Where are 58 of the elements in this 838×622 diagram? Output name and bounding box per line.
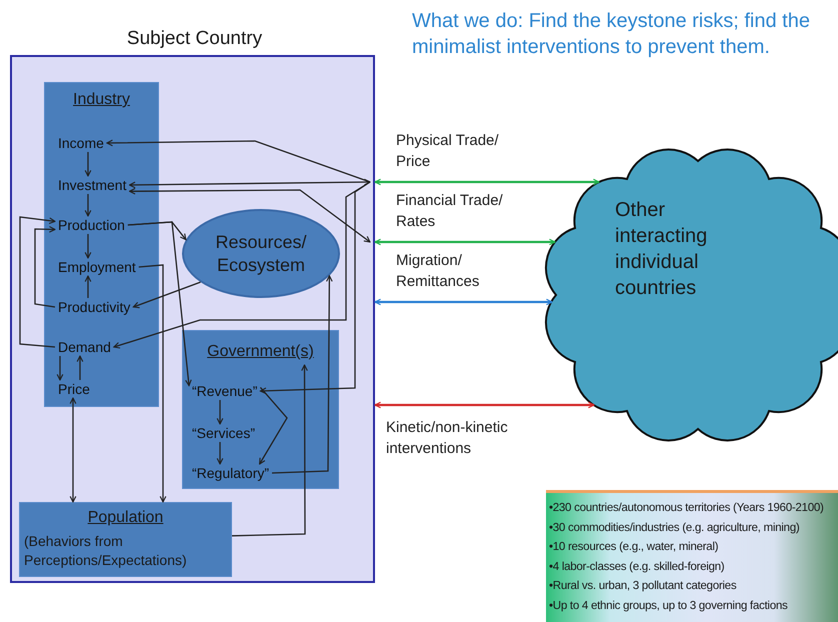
panel-heading: Population (86, 509, 164, 527)
industry-panel (44, 82, 159, 407)
variable-label: Employment (55, 258, 139, 276)
variable-label: Investment (55, 176, 130, 194)
variable-label: Demand (55, 338, 114, 356)
variable-label: Price (55, 380, 93, 398)
variable-label: Production (55, 216, 128, 234)
arrow (132, 282, 201, 308)
ellipse-label: Resources/ Ecosystem (214, 230, 308, 276)
arrow (84, 152, 92, 177)
heading-text: What we do: Find the keystone risks; find the minimalist interventions to prevent them. (412, 9, 811, 60)
arrow (84, 194, 92, 217)
cloud-label: Other interacting individual countries (615, 198, 708, 301)
arrow (34, 226, 56, 308)
notes-panel (546, 490, 838, 622)
arrow (216, 400, 224, 425)
edge-label: Financial Trade/ Rates (396, 191, 504, 232)
bullet-note: •10 resources (e.g., water, mineral) (549, 539, 718, 555)
bullet-note: •Up to 4 ethnic groups, up to 3 governing factions (549, 598, 788, 614)
bullet-note: •30 commodities/industries (e.g. agriculture, mining) (549, 520, 800, 536)
panel-heading: Government(s) (206, 343, 315, 361)
edge-label: Kinetic/non-kinetic interventions (386, 418, 509, 459)
arrow (128, 188, 371, 243)
arrow (374, 178, 600, 186)
edge-label: Physical Trade/ Price (396, 131, 500, 172)
arrow (70, 397, 76, 503)
arrow (106, 140, 370, 183)
arrow (260, 181, 370, 394)
edge-label: Migration/ Remittances (396, 251, 480, 292)
arrow (128, 178, 371, 188)
panel-description: (Behaviors from Perceptions/Expectations) (24, 532, 188, 570)
arrow (76, 355, 84, 380)
panel-heading: Industry (72, 91, 131, 109)
arrow (56, 356, 64, 381)
bullet-note: •4 labor-classes (e.g. skilled-foreign) (549, 558, 724, 574)
bullet-note: •230 countries/autonomous territories (Years 1960-2100) (549, 500, 824, 516)
variable-label: “Revenue” (189, 382, 260, 400)
arrow (84, 234, 92, 259)
arrow (113, 181, 370, 349)
arrow (138, 264, 166, 503)
arrow (84, 275, 92, 298)
government-panel (182, 330, 339, 489)
arrow (259, 386, 288, 465)
variable-label: Productivity (55, 298, 134, 316)
arrow (128, 221, 192, 386)
variable-label: “Regulatory” (189, 464, 272, 482)
arrow (374, 402, 595, 408)
arrow (19, 216, 56, 348)
arrow (374, 298, 553, 306)
variable-label: Income (55, 134, 107, 152)
frame-heading: Subject Country (126, 27, 264, 51)
arrow (272, 275, 333, 474)
variable-label: “Services” (189, 424, 258, 442)
bullet-note: •Rural vs. urban, 3 pollutant categories (549, 578, 736, 594)
population-panel (19, 502, 232, 577)
arrow (216, 442, 224, 465)
arrow (374, 238, 556, 246)
arrow (232, 364, 308, 536)
